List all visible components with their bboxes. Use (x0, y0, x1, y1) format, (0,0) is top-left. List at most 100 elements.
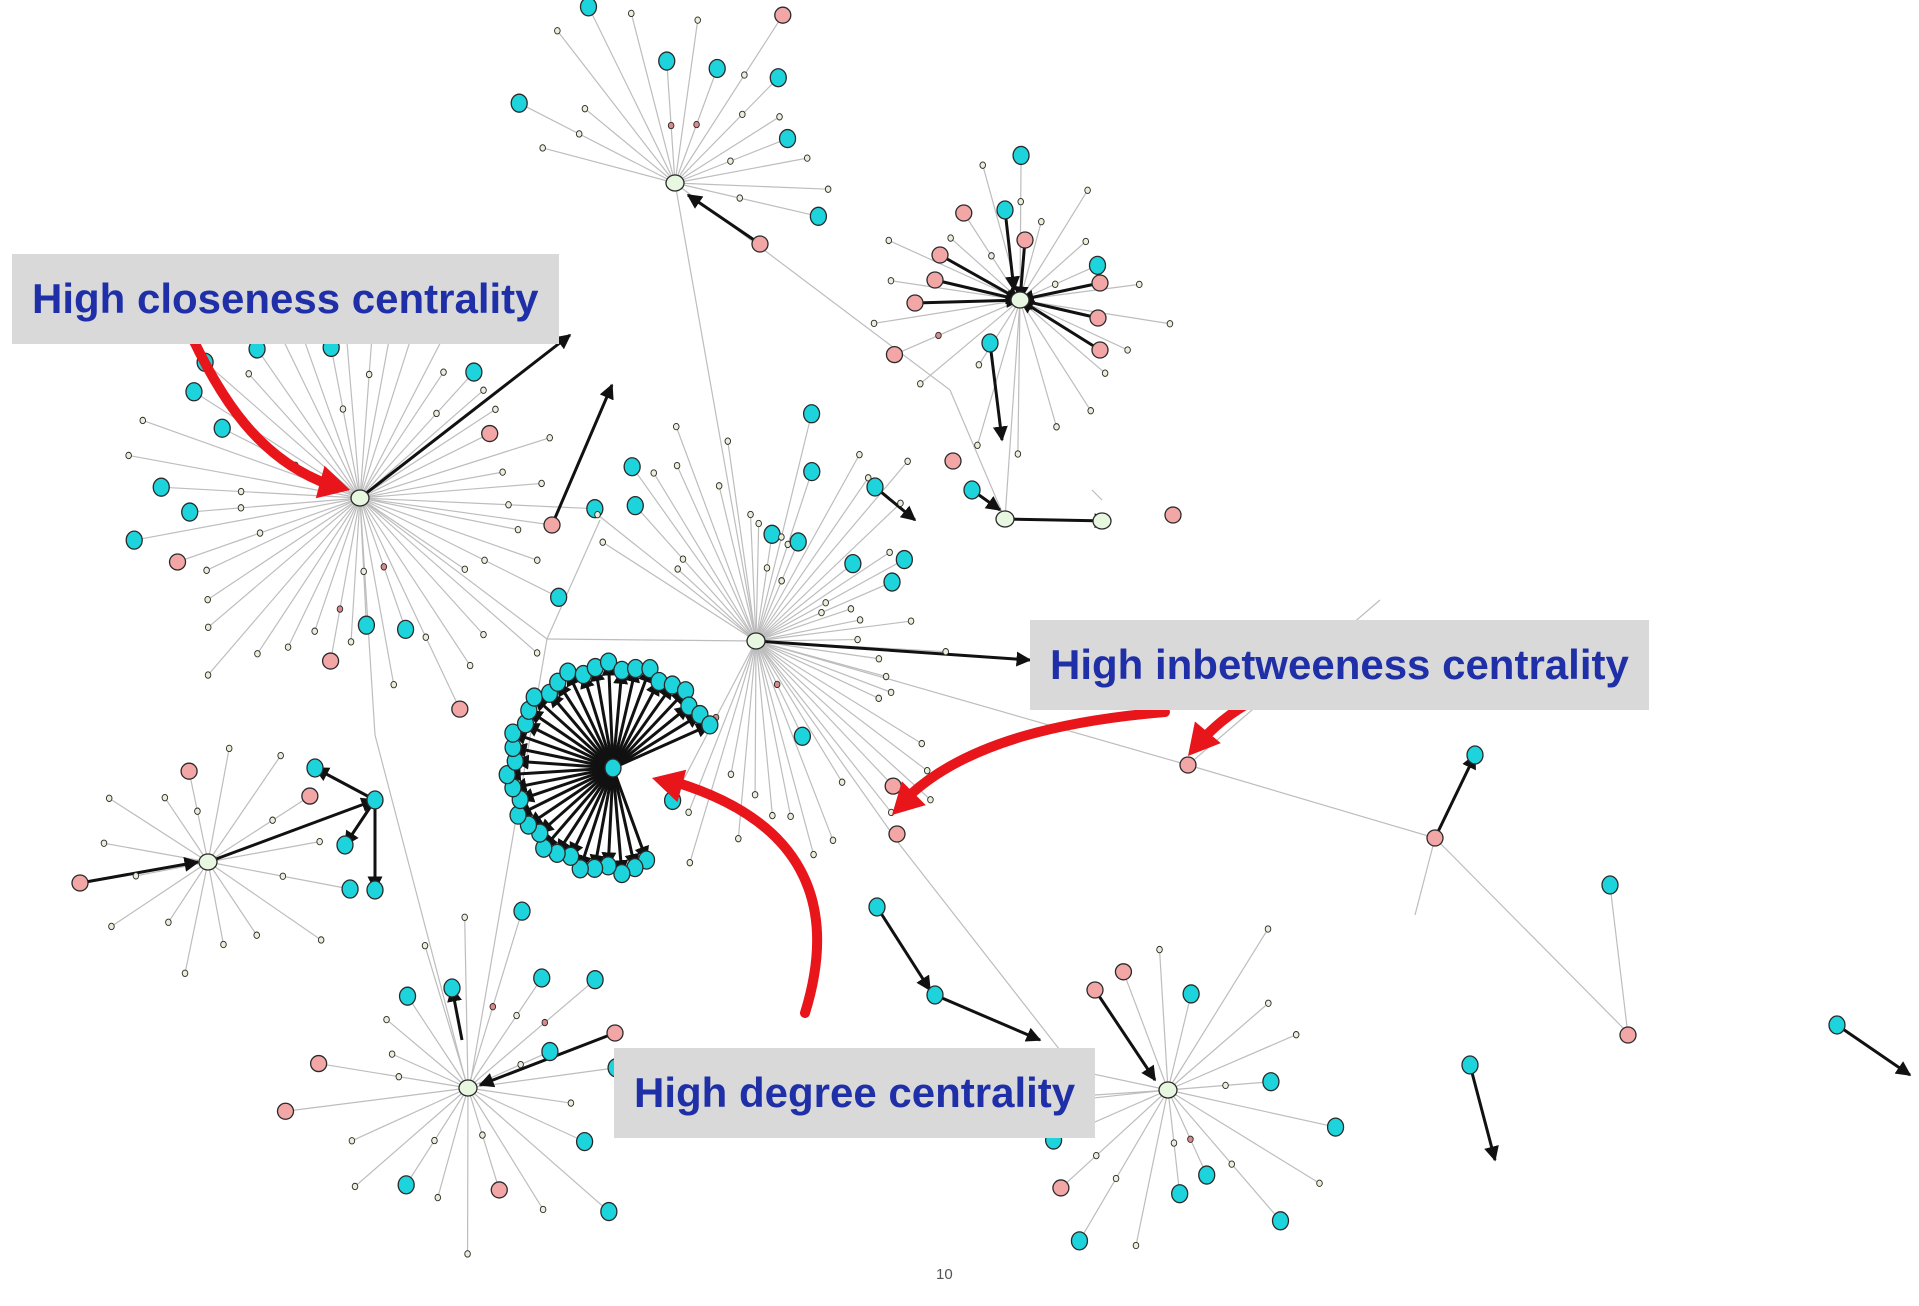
graph-node (567, 1099, 575, 1107)
graph-edge (206, 497, 361, 571)
graph-node (316, 837, 323, 846)
graph-edge (718, 485, 757, 642)
graph-node (504, 723, 522, 743)
graph-edge (601, 767, 617, 868)
graph-node (747, 510, 754, 519)
graph-node (433, 409, 440, 418)
graph-edge (359, 497, 553, 526)
graph-node (1828, 1015, 1846, 1035)
graph-node (1092, 512, 1112, 530)
graph-edge (755, 640, 879, 660)
graph-node (694, 16, 701, 24)
graph-edge (313, 766, 376, 802)
graph-edge (686, 193, 761, 246)
graph-edge (164, 797, 209, 863)
graph-edge (359, 408, 496, 499)
graph-node (685, 808, 692, 816)
graph-node (604, 758, 622, 778)
graph-node (1164, 506, 1182, 524)
graph-node (1461, 1055, 1479, 1075)
graph-edge (1019, 155, 1022, 301)
graph-node (918, 739, 926, 748)
graph-node (498, 765, 516, 785)
graph-edge (256, 348, 361, 499)
graph-edge (134, 497, 361, 541)
graph-node (365, 370, 373, 379)
graph-edge (359, 497, 548, 640)
graph-node (995, 510, 1015, 528)
graph-node (513, 1011, 520, 1020)
graph-edge (978, 299, 1021, 366)
graph-node (350, 489, 370, 507)
graph-node (541, 1018, 549, 1027)
graph-node (787, 812, 794, 821)
graph-node (213, 418, 231, 438)
graph-node (311, 627, 318, 635)
graph-node (650, 469, 657, 477)
graph-node (1093, 1151, 1100, 1160)
graph-edge (207, 797, 377, 864)
graph-edge (674, 116, 780, 184)
graph-edge (755, 640, 773, 816)
degree-centrality-label: High degree centrality (614, 1048, 1096, 1138)
graph-node (422, 633, 430, 641)
graph-edge (1135, 1089, 1169, 1246)
graph-node (947, 234, 954, 242)
graph-edge (653, 472, 757, 642)
graph-edge (755, 640, 792, 817)
graph-node (1038, 217, 1045, 226)
annotation-arrow (180, 317, 335, 490)
graph-node (1017, 198, 1024, 206)
graph-edge (755, 640, 834, 841)
graph-node (626, 658, 645, 679)
graph-node (554, 27, 561, 35)
graph-node (727, 157, 734, 165)
graph-edge (566, 670, 615, 769)
graph-node (489, 1003, 497, 1011)
graph-edge (386, 1019, 469, 1089)
graph-edge (1468, 1064, 1499, 1162)
graph-node (769, 68, 787, 88)
graph-node (534, 556, 541, 564)
graph-edge (755, 640, 923, 745)
graph-edge (1019, 299, 1128, 351)
dark-edges (79, 193, 1912, 1162)
page-number: 10 (936, 1266, 953, 1283)
graph-node (829, 836, 837, 844)
graph-node (1086, 981, 1104, 999)
graph-node (776, 113, 783, 121)
graph-edge (1019, 189, 1089, 301)
graph-node (1012, 145, 1030, 166)
graph-edge (755, 619, 861, 642)
graph-edge (542, 767, 615, 850)
graph-edge (556, 681, 615, 769)
graph-node (979, 161, 986, 169)
graph-node (434, 1193, 442, 1202)
graph-edge (546, 638, 757, 642)
graph-node (168, 553, 187, 571)
graph-node (844, 553, 862, 574)
graph-edge (894, 299, 1021, 356)
graph-node (838, 778, 846, 786)
graph-node (461, 913, 468, 921)
graph-edge (982, 165, 1021, 301)
graph-edge (207, 795, 311, 863)
graph-node (480, 386, 487, 394)
graph-edge (184, 861, 209, 974)
graph-edge (674, 182, 819, 217)
graph-node (301, 787, 319, 805)
graph-edge (1434, 837, 1631, 1036)
graph-node (559, 662, 577, 682)
graph-edge (577, 767, 615, 871)
graph-edge (248, 373, 361, 499)
graph-node (225, 744, 233, 753)
graph-edge (611, 767, 649, 862)
graph-edge (755, 460, 909, 642)
graph-node (1114, 963, 1133, 981)
graph-node (724, 437, 732, 445)
graph-edge (1167, 1089, 1208, 1176)
graph-edge (674, 20, 699, 184)
graph-node (204, 595, 211, 604)
graph-node (974, 441, 981, 449)
graph-edge (934, 993, 1042, 1042)
